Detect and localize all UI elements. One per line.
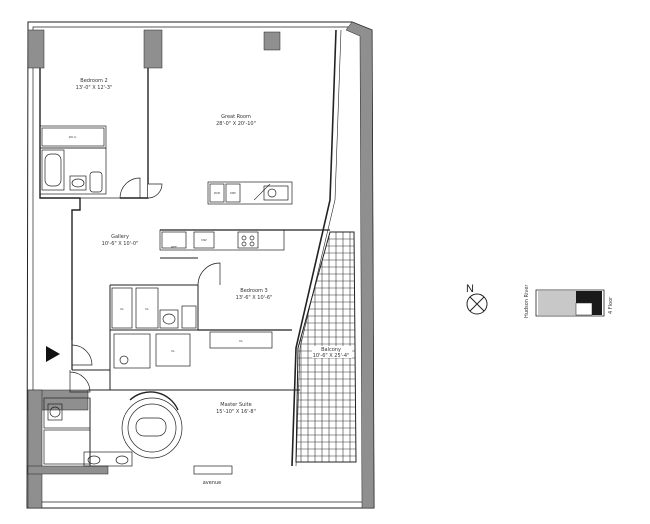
window-wall: [291, 29, 342, 467]
compass-north-letter: N: [466, 283, 474, 295]
bedroom3-name: Bedroom 3: [240, 288, 267, 294]
bedroom3-dims: 13'-6" X 10'-6": [236, 295, 273, 301]
door-swings: [69, 177, 221, 393]
kitchen: [159, 181, 293, 251]
bedroom2-dims: 13'-0" X 12'-3": [76, 85, 113, 91]
compass-icon: [466, 293, 488, 315]
cl-right-label: CL: [145, 307, 149, 311]
key-plan: Hudson River 4 Floor: [524, 284, 614, 318]
kitchen-dw-label: DW: [201, 238, 206, 242]
key-plan-label-right: 4 Floor: [608, 296, 614, 314]
master-suite-dims: 15'-10" X 16'-8": [216, 409, 256, 415]
master-suite-name: Master Suite: [220, 402, 251, 408]
balcony-dims: 10'-6" X 25'-4": [313, 353, 350, 359]
cl-bath-label: CL: [171, 349, 175, 353]
island-wd-label: W/D: [214, 191, 221, 195]
bathroom3: [111, 287, 273, 369]
street-label: avenue: [203, 480, 222, 486]
master-window: [193, 465, 233, 475]
great-room-name: Great Room: [221, 114, 251, 120]
island-mw-label: MW: [230, 191, 236, 195]
wall-fills: [27, 21, 375, 509]
great-room-dims: 28'-0" X 20'-10": [216, 121, 256, 127]
bedroom2-name: Bedroom 2: [80, 78, 107, 84]
balcony-label-bg: [312, 346, 352, 358]
bathroom2: [39, 147, 107, 195]
gallery-name: Gallery: [111, 234, 129, 240]
cl-left-label: CL: [120, 307, 124, 311]
closet-b2-label: W.I.C.: [69, 135, 78, 139]
key-plan-label-left: Hudson River: [524, 284, 530, 318]
cl-bedroom3-label: CL: [239, 339, 243, 343]
compass: N: [466, 283, 488, 315]
master-bath: [43, 391, 183, 467]
balcony-name: Balcony: [321, 347, 341, 353]
entry-arrow-icon: [46, 346, 60, 362]
kitchen-ref-label: REF: [171, 245, 177, 249]
gallery-dims: 10'-6" X 10'-0": [102, 241, 139, 247]
